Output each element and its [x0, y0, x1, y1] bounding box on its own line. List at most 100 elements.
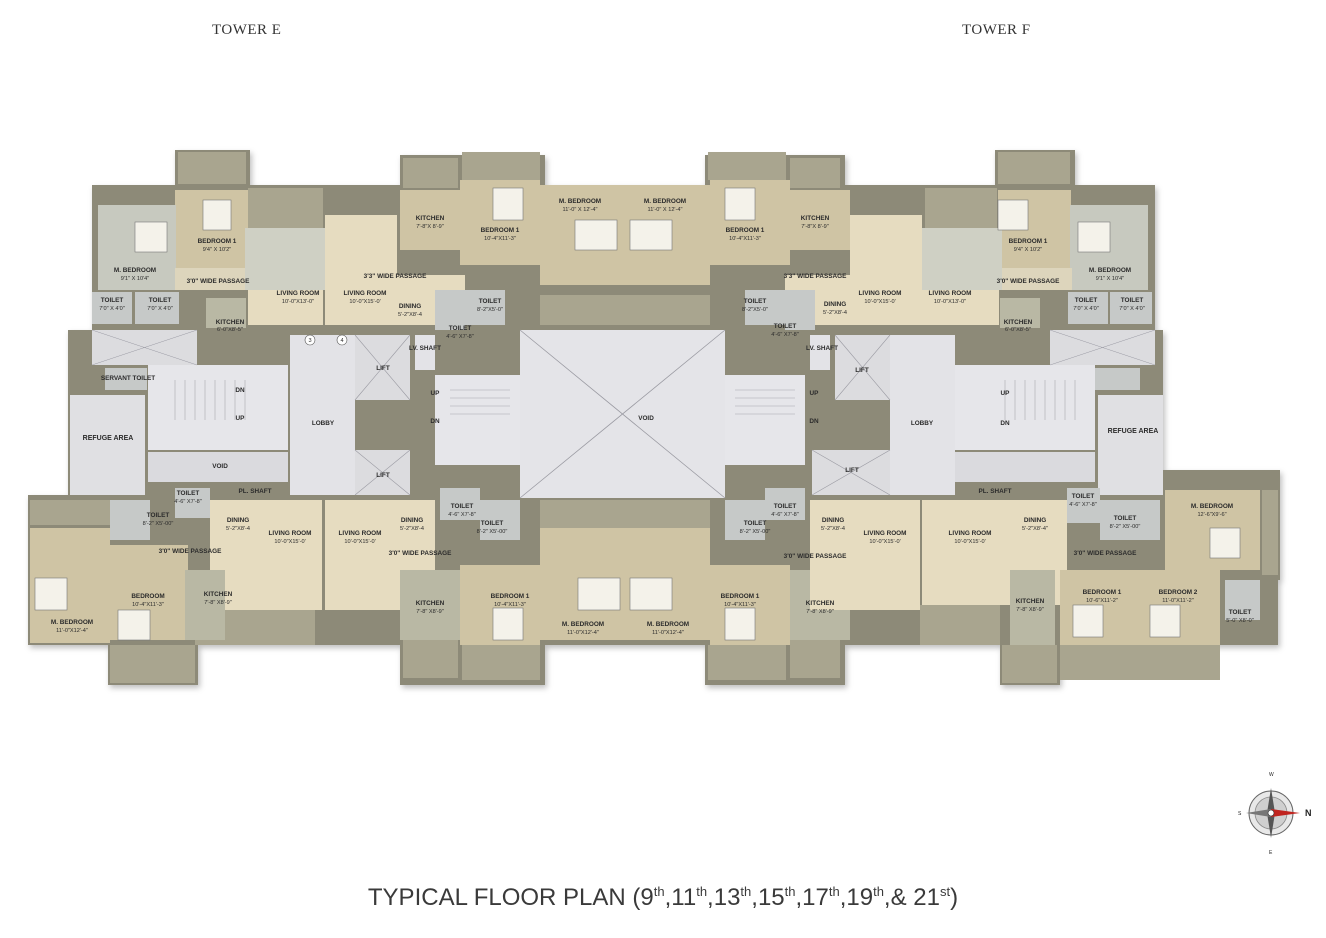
room-dim: 10'-0"X15'-0' [349, 299, 380, 305]
room-label: LOBBY [911, 420, 934, 427]
room-dim: 10'-4"X11'-3" [484, 236, 516, 242]
room-dim: 9'4" X 10'2" [203, 247, 232, 253]
room-dim: 4'-6" X7'-8" [1069, 502, 1097, 508]
up-label: UP [236, 415, 246, 422]
room-label: M. BEDROOM [1089, 267, 1131, 274]
room-label: TOILET [147, 512, 170, 519]
room-label: KITCHEN [416, 600, 445, 607]
room-dim: 10'-0"X15'-0' [274, 539, 305, 545]
room-label: TOILET [449, 325, 472, 332]
room-label: LIVING ROOM [277, 290, 320, 297]
room-label: M. BEDROOM [559, 198, 601, 205]
room-label: M. BEDROOM [51, 619, 93, 626]
room-dim: 7'0" X 4'0" [147, 306, 172, 312]
room-label: DINING [1024, 517, 1046, 524]
room-label: M. BEDROOM [1191, 503, 1233, 510]
room-label: TOILET [774, 503, 797, 510]
room-label: BEDROOM 1 [1083, 589, 1122, 596]
room-label: TOILET [774, 323, 797, 330]
floor-15: 15th [757, 884, 796, 911]
room-label: DINING [227, 517, 249, 524]
room-label: DINING [401, 517, 423, 524]
apartment-f-top-2 [625, 180, 925, 330]
room-dim: 4'-6" X7'-8" [446, 334, 474, 340]
room-label: LIVING ROOM [864, 530, 907, 537]
room-dim: 7'-8" X8'-9" [806, 609, 834, 615]
room-label: BEDROOM 1 [726, 227, 765, 234]
room-dim: 7'0" X 4'0" [1119, 306, 1144, 312]
caption-prefix: TYPICAL FLOOR PLAN ( [367, 884, 641, 911]
room-label: TOILET [1121, 297, 1144, 304]
room-label: BEDROOM 2 [1159, 589, 1198, 596]
room-dim: 11'-0" X 12'-4" [563, 207, 598, 213]
grid-marker-3: 3 [308, 338, 311, 344]
room-labels: BEDROOM 1 9'4" X 10'2" M. BEDROOM 9'1" X… [51, 198, 1254, 636]
room-label: KITCHEN [1016, 598, 1045, 605]
room-label: 3'0" WIDE PASSAGE [784, 553, 847, 560]
room-label: DINING [824, 301, 846, 308]
room-label: 3'3" WIDE PASSAGE [784, 273, 847, 280]
room-label: LIVING ROOM [859, 290, 902, 297]
room-dim: 10'-4"X11'-3" [729, 236, 761, 242]
room-label: M. BEDROOM [114, 267, 156, 274]
room-label: TOILET [1075, 297, 1098, 304]
room-dim: 7'-8"X 8'-9" [416, 224, 444, 230]
compass-rose-icon: N S W E [1238, 772, 1312, 856]
tower-e-label: TOWER E [212, 22, 282, 38]
room-label: LOBBY [312, 420, 335, 427]
room-label: LIFT [376, 365, 390, 372]
room-label: SERVANT TOILET [101, 375, 155, 382]
apartment-f-bottom-2 [625, 488, 920, 645]
floor-11: 11th [671, 884, 708, 911]
apartment-e-top-1 [92, 190, 325, 328]
room-dim: 7'-8" X8'-9" [1016, 607, 1044, 613]
room-dim: 11'-0"X12'-4" [652, 630, 684, 636]
dn-label: DN [1000, 420, 1010, 427]
room-label: REFUGE AREA [83, 435, 134, 442]
room-dim: 10'-0"X13'-0" [934, 299, 966, 305]
room-label: LIFT [855, 367, 869, 374]
stair-marks: DN UP UP DN UP DN UP DN 3 4 [235, 334, 1011, 427]
up-label: UP [431, 390, 441, 397]
room-dim: 8'-2"X5'-0" [477, 307, 503, 313]
room-dim: 7'-8" X8'-9" [416, 609, 444, 615]
room-dim: 5'-0" X8'-0" [1226, 618, 1254, 624]
room-dim: 10'-4"X11'-3" [724, 602, 756, 608]
room-label: KITCHEN [1004, 319, 1033, 326]
room-dim: 4'-6" X7'-8" [174, 499, 202, 505]
room-dim: 5'-2"X8'-4 [821, 526, 845, 532]
dn-label: DN [809, 418, 819, 425]
room-label: KITCHEN [416, 215, 445, 222]
room-dim: 12'-6"X9'-6" [1197, 512, 1226, 518]
compass-e: E [1269, 850, 1273, 856]
top-balconies [178, 152, 1070, 325]
room-label: DINING [822, 517, 844, 524]
room-dim: 7'0" X 4'0" [1073, 306, 1098, 312]
room-label: TOILET [101, 297, 124, 304]
compass-s: S [1238, 811, 1242, 817]
room-dim: 5'-2"X8'-4 [226, 526, 250, 532]
room-dim: 10'-0"X15'-0' [954, 539, 985, 545]
room-label: BEDROOM [131, 593, 164, 600]
room-label: 3'3" WIDE PASSAGE [364, 273, 427, 280]
room-dim: 4'-6" X7'-8" [448, 512, 476, 518]
room-dim: 8'-2" X5'-00" [1110, 524, 1141, 530]
room-dim: 10'-0"X15'-0' [344, 539, 375, 545]
room-dim: 8'-2"X5'-0" [742, 307, 768, 313]
room-dim: 8'-2" X5'-00" [477, 529, 508, 535]
room-label: LIVING ROOM [269, 530, 312, 537]
room-label: 3'0" WIDE PASSAGE [159, 548, 222, 555]
room-label: LIFT [845, 467, 859, 474]
tower-f-label: TOWER F [962, 22, 1031, 38]
room-label: M. BEDROOM [647, 621, 689, 628]
apartment-e-bottom-2 [325, 488, 625, 645]
room-label: KITCHEN [204, 591, 233, 598]
room-dim: 10'-0"X13'-0" [282, 299, 314, 305]
room-label: M. BEDROOM [644, 198, 686, 205]
up-label: UP [1001, 390, 1011, 397]
room-dim: 9'1" X 10'4" [1096, 276, 1125, 282]
room-label: 3'0" WIDE PASSAGE [1074, 550, 1137, 557]
room-dim: 5'-2"X8'-4 [398, 312, 422, 318]
dn-label: DN [430, 418, 440, 425]
